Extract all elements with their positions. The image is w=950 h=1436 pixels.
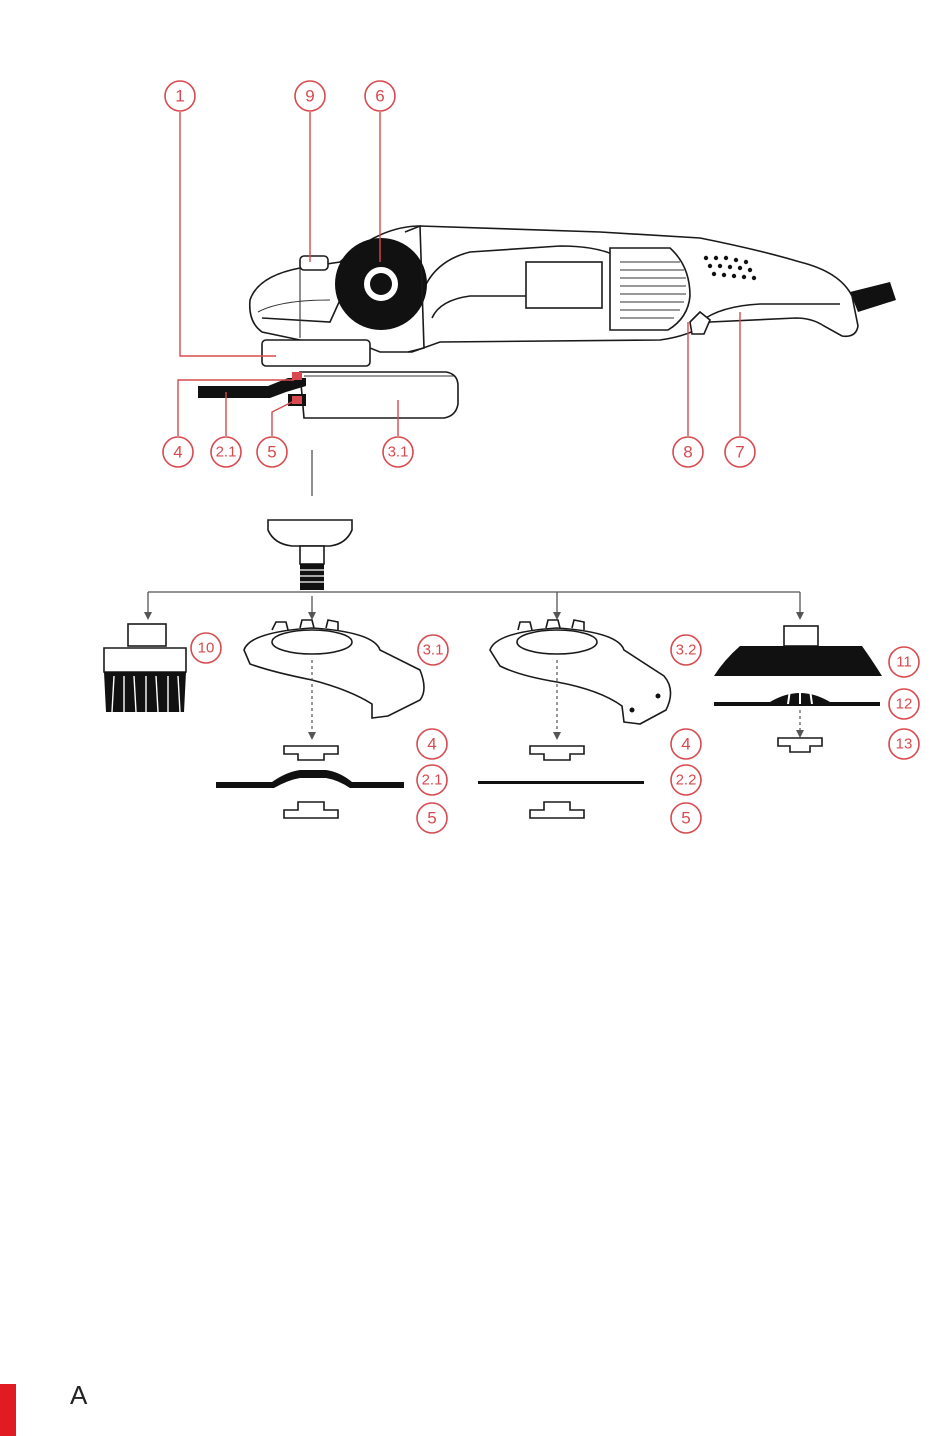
left-stack-illustration	[216, 746, 404, 818]
svg-text:4: 4	[173, 443, 182, 462]
svg-text:1: 1	[175, 87, 184, 106]
guard-3-1-illustration	[244, 620, 424, 740]
guard-3-2-illustration	[490, 620, 671, 740]
svg-text:5: 5	[427, 809, 436, 828]
svg-text:6: 6	[375, 87, 384, 106]
svg-text:3.2: 3.2	[676, 642, 697, 659]
spindle-illustration	[268, 520, 352, 590]
page-letter: A	[70, 1380, 87, 1411]
callout-4-left: 4	[417, 729, 447, 759]
callout-2-2: 2.2	[671, 765, 701, 795]
callout-2-1-top: 2.1	[211, 437, 241, 467]
callout-3-2: 3.2	[671, 635, 701, 665]
svg-text:12: 12	[896, 696, 913, 713]
wire-cup-brush-illustration	[104, 624, 186, 712]
red-section-tab	[0, 1384, 16, 1436]
callout-6: 6	[365, 81, 395, 111]
callout-3-1-mid: 3.1	[418, 635, 448, 665]
svg-text:2.1: 2.1	[422, 772, 443, 789]
callout-1: 1	[165, 81, 195, 111]
callout-5-top: 5	[257, 437, 287, 467]
svg-text:11: 11	[896, 654, 912, 671]
callout-8: 8	[673, 437, 703, 467]
svg-text:13: 13	[896, 736, 913, 753]
svg-text:4: 4	[427, 735, 436, 754]
callout-11: 11	[889, 647, 919, 677]
callout-3-1-top: 3.1	[383, 437, 413, 467]
svg-text:7: 7	[735, 443, 744, 462]
callout-5-right: 5	[671, 803, 701, 833]
svg-text:3.1: 3.1	[388, 444, 409, 461]
callout-5-left: 5	[417, 803, 447, 833]
svg-text:9: 9	[305, 87, 314, 106]
callout-7: 7	[725, 437, 755, 467]
callout-13: 13	[889, 729, 919, 759]
svg-text:5: 5	[681, 809, 690, 828]
callout-4-top: 4	[163, 437, 193, 467]
svg-text:3.1: 3.1	[423, 642, 444, 659]
callout-12: 12	[889, 689, 919, 719]
angle-grinder-illustration	[198, 226, 896, 418]
callout-4-right: 4	[671, 729, 701, 759]
distribution-arrows	[144, 592, 804, 620]
svg-text:2.2: 2.2	[676, 772, 697, 789]
svg-text:2.1: 2.1	[216, 444, 237, 461]
backing-pad-illustration	[714, 626, 882, 752]
svg-text:4: 4	[681, 735, 690, 754]
callout-10: 10	[191, 633, 221, 663]
svg-text:8: 8	[683, 443, 692, 462]
callout-2-1-left: 2.1	[417, 765, 447, 795]
callout-9: 9	[295, 81, 325, 111]
svg-text:5: 5	[267, 443, 276, 462]
svg-text:10: 10	[198, 640, 215, 657]
right-stack-illustration	[478, 746, 644, 818]
